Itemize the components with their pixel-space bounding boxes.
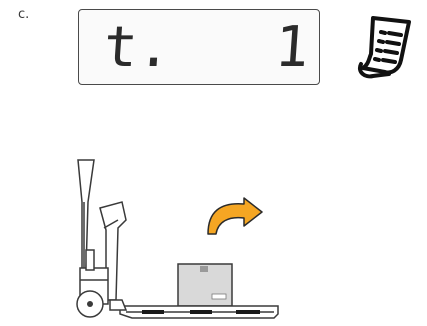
step-label: c. — [18, 7, 29, 22]
pallet-truck-scale-icon — [60, 150, 290, 325]
receipt-icon — [355, 14, 415, 80]
cardboard-box-icon — [178, 264, 232, 306]
tiller-handle — [78, 160, 126, 304]
curved-arrow-icon — [208, 198, 262, 234]
display-left-text: t. — [102, 15, 174, 80]
display-right-text: 1 — [273, 15, 311, 80]
display-readout: t. 1 — [106, 16, 311, 74]
